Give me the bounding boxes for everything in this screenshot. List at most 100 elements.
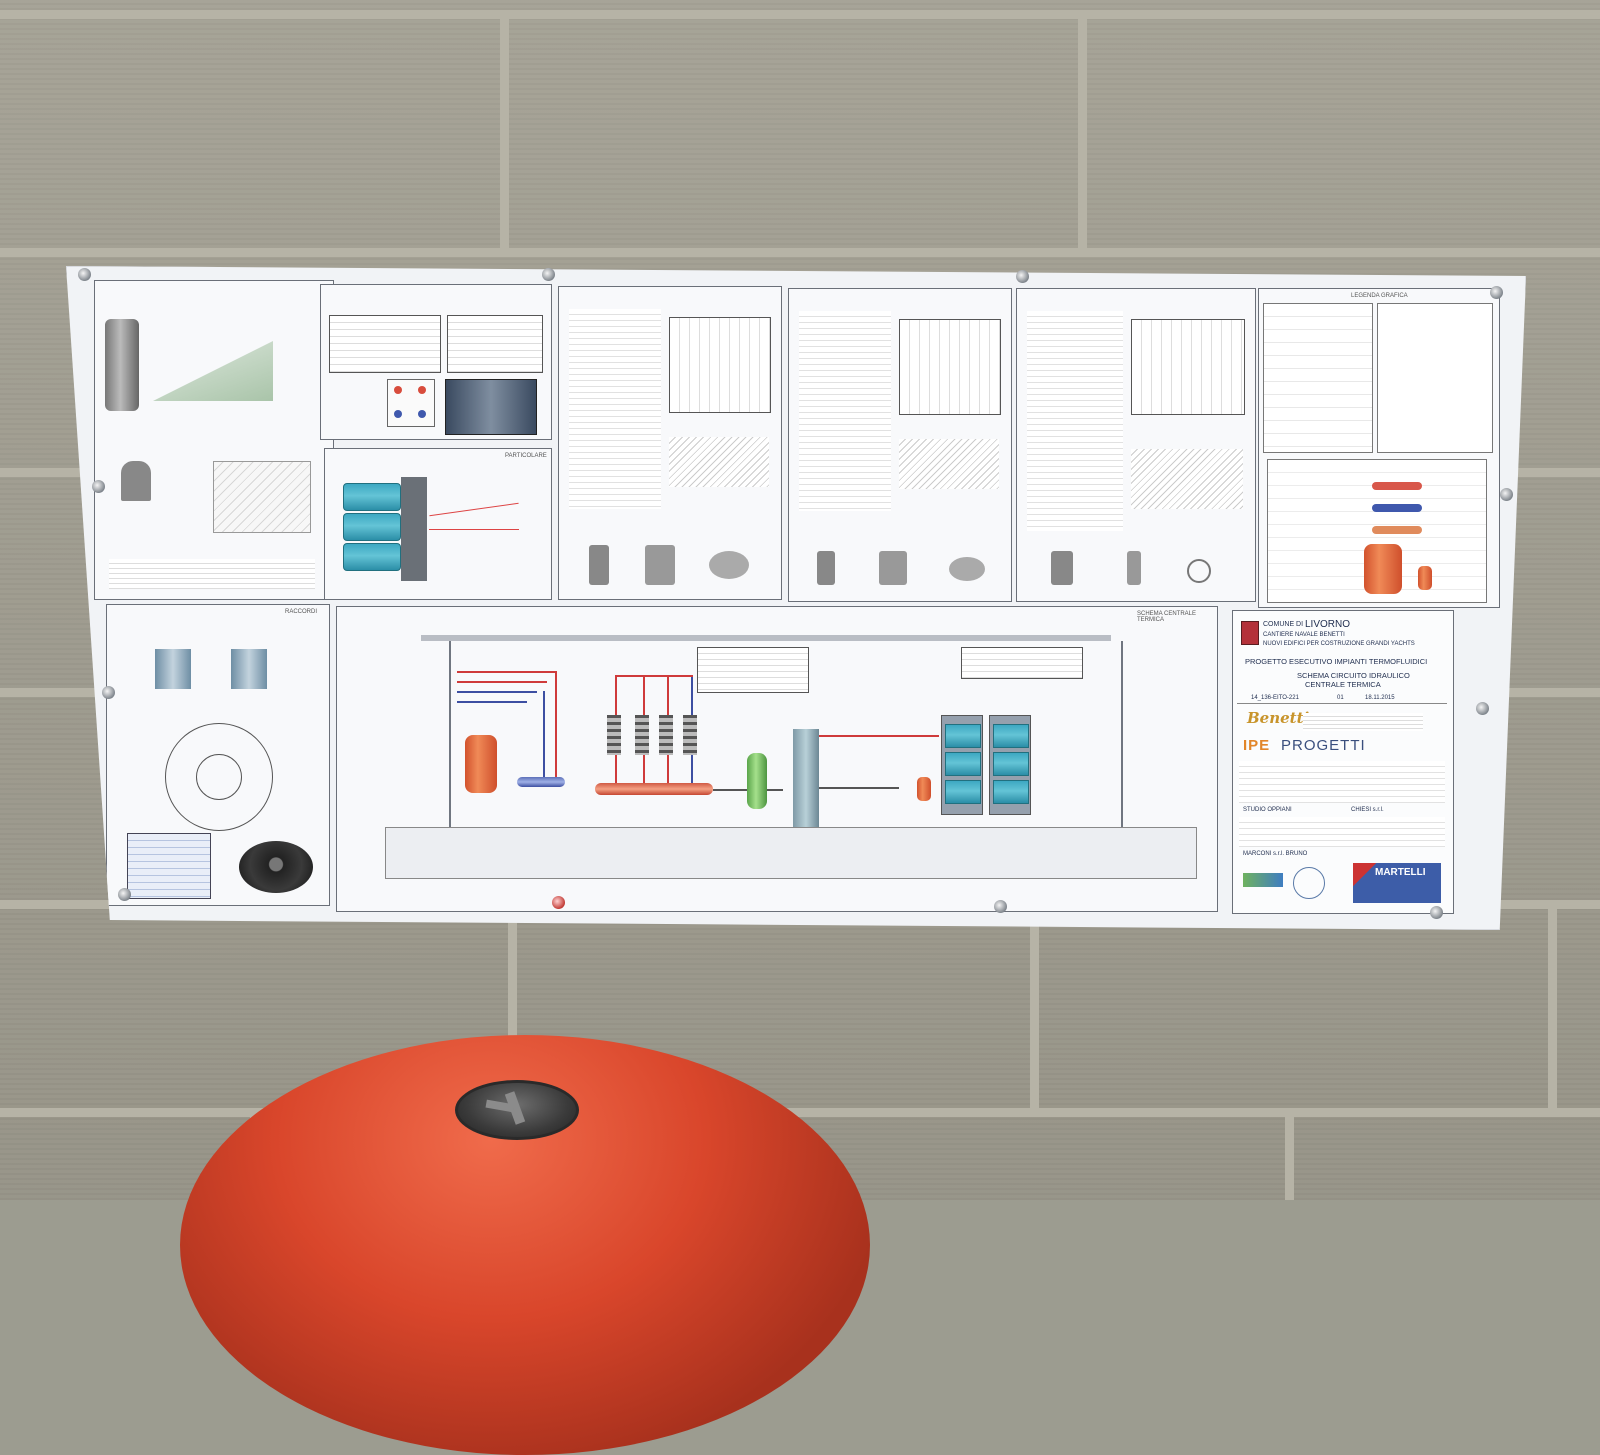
flange-table (127, 833, 211, 899)
expansion-tank-icon (1364, 544, 1402, 594)
certification-seal (1293, 867, 1325, 899)
return-manifold (517, 777, 565, 787)
pump-valve-group (607, 715, 621, 755)
return-pipe (457, 691, 537, 693)
drawing-title-line1: SCHEMA CIRCUITO IDRAULICO (1297, 671, 1410, 680)
legend-symbol-red (1372, 482, 1422, 490)
panel-schema-centrale: SCHEMA CENTRALE TERMICA (336, 606, 1218, 912)
boiler-module (343, 513, 401, 541)
push-pin (92, 480, 105, 493)
mortar-joint (1285, 1116, 1294, 1200)
exchanger-diagram (387, 379, 435, 427)
mortar-line (0, 248, 1600, 257)
boiler-frame (941, 715, 983, 815)
panel-pump-circulator (1016, 288, 1256, 602)
boiler-frame (989, 715, 1031, 815)
return-riser (543, 691, 545, 781)
pump-illustration (817, 551, 835, 585)
pump-spec-text (1027, 311, 1123, 531)
mortar-joint (508, 908, 517, 1110)
expansion-tank-small (917, 777, 931, 801)
selection-chart (153, 341, 273, 401)
legend-symbols (1267, 459, 1487, 603)
push-pin (102, 686, 115, 699)
pump-drawing (1131, 449, 1243, 509)
pump-curve-chart (899, 319, 1001, 415)
mortar-line (0, 1108, 1600, 1117)
coat-of-arms-icon (1241, 621, 1259, 645)
nuovi-label: NUOVI EDIFICI PER COSTRUZIONE GRANDI YAC… (1263, 641, 1415, 647)
boiler-module (343, 483, 401, 511)
drawing-date: 18.11.2015 (1365, 695, 1395, 701)
push-pin (1016, 270, 1029, 283)
partner-logo (1243, 873, 1283, 887)
designer-credits (1239, 761, 1445, 803)
pump-drawing (899, 439, 999, 489)
spec-table (447, 315, 543, 373)
panel-heat-exchanger (320, 284, 552, 440)
fitting-section (231, 649, 267, 689)
top-pipe-rack (421, 635, 1111, 641)
pump-curve-chart (669, 317, 771, 413)
pump-spec-text (799, 311, 891, 511)
marconi-label: MARCONI s.r.l. BRUNO (1243, 851, 1308, 857)
mortar-joint (500, 10, 509, 250)
pump-illustration (645, 545, 675, 585)
panel-title: PARTICOLARE (505, 453, 547, 459)
push-pin (118, 888, 131, 901)
supply-pipe (615, 675, 693, 677)
boiler-module (343, 543, 401, 571)
pump-illustration (879, 551, 907, 585)
hydraulic-separator (747, 753, 767, 809)
fitting-section (155, 649, 191, 689)
panel-pump-primary (558, 286, 782, 600)
project-title: PROGETTO ESECUTIVO IMPIANTI TERMOFLUIDIC… (1245, 657, 1428, 666)
pump-illustration (1127, 551, 1141, 585)
benetti-logo: Benetti (1247, 709, 1310, 727)
push-pin (1500, 488, 1513, 501)
plate-heat-exchanger (793, 729, 819, 827)
city-label: LIVORNO (1305, 619, 1351, 630)
mortar-line (0, 10, 1600, 19)
flange-photo (239, 841, 313, 893)
legend-box (1377, 303, 1493, 453)
vertical-pipe (449, 641, 451, 827)
leader-line (429, 529, 519, 530)
note-box (961, 647, 1083, 679)
panel-title: SCHEMA CENTRALE TERMICA (1137, 611, 1197, 623)
gauge-illustration (1187, 559, 1211, 583)
push-pin (542, 268, 555, 281)
spec-table (329, 315, 441, 373)
panel-pump-secondary (788, 288, 1012, 602)
return-pipe (457, 701, 527, 703)
mortar-joint (1078, 10, 1087, 250)
push-pin (1490, 286, 1503, 299)
pump-illustration (589, 545, 609, 585)
martelli-logo-block: MARTELLI (1353, 863, 1441, 903)
martelli-logo: MARTELLI (1375, 867, 1426, 878)
supply-pipe (819, 735, 939, 737)
leader-line (429, 502, 519, 517)
push-pin (78, 268, 91, 281)
pump-spec-text (569, 309, 661, 509)
floor-slab (385, 827, 1197, 879)
push-pin (552, 896, 565, 909)
pump-illustration (1051, 551, 1073, 585)
panel-particolare: PARTICOLARE (324, 448, 552, 600)
legend-box (1263, 303, 1373, 453)
supply-pipe (457, 671, 557, 673)
separator-illustration (105, 319, 139, 411)
supply-pipe (457, 681, 547, 683)
progetti-logo: PROGETTI (1281, 737, 1366, 754)
drawing-title-line2: CENTRALE TERMICA (1305, 680, 1381, 689)
legend-symbol-orange (1372, 526, 1422, 534)
title-block: COMUNE DI LIVORNO CANTIERE NAVALE BENETT… (1232, 610, 1454, 914)
panel-raccordi: RACCORDI (106, 604, 330, 906)
fitting-illustration (121, 461, 151, 501)
pump-illustration (949, 557, 985, 581)
pump-illustration (709, 551, 749, 579)
return-pipe (819, 787, 899, 789)
note-box (697, 647, 809, 693)
technical-drawing-poster: PARTICOLARE LEGENDA GRAFICA (66, 266, 1526, 930)
boiler-manifold (401, 477, 427, 581)
